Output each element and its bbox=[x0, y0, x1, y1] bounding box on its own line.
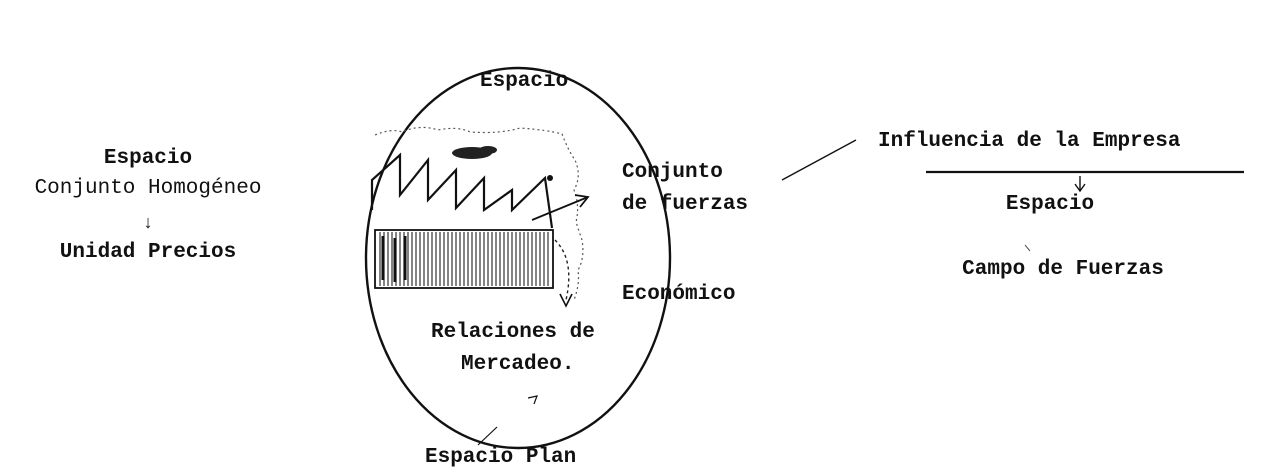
left-homogeneous-label: Conjunto Homogéneo bbox=[34, 177, 262, 200]
relations-label-line2: Mercadeo. bbox=[461, 353, 575, 376]
right-space-label: Espacio bbox=[1005, 193, 1095, 216]
factory-roof bbox=[370, 152, 554, 229]
factory-boundary bbox=[374, 126, 584, 301]
left-space-label: Espacio bbox=[103, 147, 193, 170]
economic-label: Económico bbox=[622, 283, 736, 306]
relations-arrow bbox=[554, 239, 570, 301]
circle-space-label: Espacio bbox=[480, 70, 569, 93]
factory-body bbox=[374, 229, 554, 289]
forces-label-line1: Conjunto bbox=[622, 161, 723, 184]
forces-label-line2: de fuerzas bbox=[622, 193, 749, 216]
force-field-label: Campo de Fuerzas bbox=[962, 258, 1164, 281]
company-influence-label: Influencia de la Empresa bbox=[878, 130, 1181, 153]
plan-space-label: Espacio Plan bbox=[425, 446, 577, 469]
left-price-unit-label: Unidad Precios bbox=[59, 241, 237, 264]
left-down-arrow-icon: ↓ bbox=[142, 214, 154, 234]
space-circle bbox=[364, 66, 672, 450]
relations-label-line1: Relaciones de bbox=[431, 321, 595, 344]
bottom-leader-line bbox=[477, 426, 498, 446]
right-leader-line bbox=[781, 139, 857, 181]
forces-arrow bbox=[531, 196, 589, 221]
